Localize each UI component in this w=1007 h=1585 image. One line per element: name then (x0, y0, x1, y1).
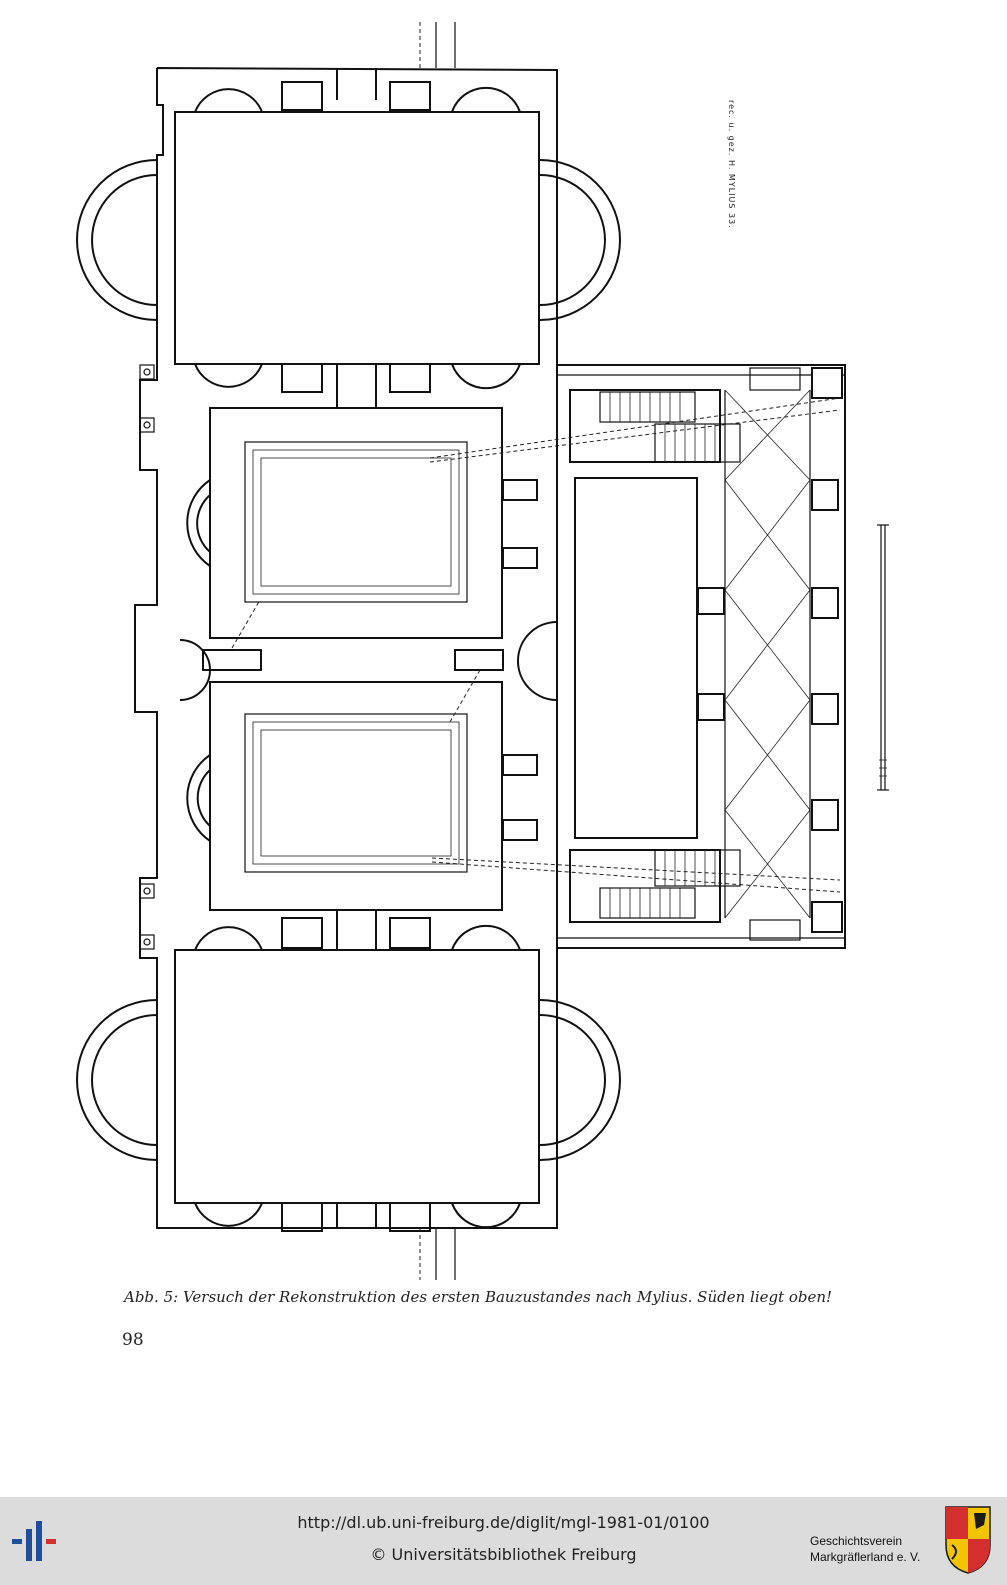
figure-caption: Abb. 5: Versuch der Rekonstruktion des e… (124, 1288, 833, 1306)
ub-freiburg-logo-icon[interactable] (10, 1519, 62, 1563)
axis-lines (419, 22, 456, 1280)
floor-plan-figure: rec. u. gez. H. MYLIUS 33. (76, 22, 889, 1280)
footer-url-link[interactable]: http://dl.ub.uni-freiburg.de/diglit/mgl-… (297, 1513, 710, 1532)
floor-plan-drawing (76, 22, 889, 1280)
page-number: 98 (122, 1330, 144, 1350)
staircase-lower (599, 849, 801, 941)
drawing-signature: rec. u. gez. H. MYLIUS 33. (727, 100, 736, 229)
bottom-hall (76, 910, 621, 1232)
footer-bar: http://dl.ub.uni-freiburg.de/diglit/mgl-… (0, 1497, 1007, 1585)
scale-bar (877, 524, 889, 791)
society-name-line2: Markgräflerland e. V. (810, 1550, 921, 1564)
left-markers (139, 364, 155, 950)
staircase-upper (599, 367, 801, 463)
footer-copyright: © Universitätsbibliothek Freiburg (370, 1545, 637, 1564)
lower-pool-room (179, 639, 538, 911)
top-hall (76, 81, 621, 408)
society-name: Geschichtsverein Markgräflerland e. V. (810, 1533, 930, 1565)
right-annex (557, 364, 846, 949)
upper-pool-room (186, 407, 558, 701)
coat-of-arms-icon[interactable] (944, 1505, 992, 1575)
society-name-line1: Geschichtsverein (810, 1534, 903, 1548)
water-channels (231, 397, 841, 893)
